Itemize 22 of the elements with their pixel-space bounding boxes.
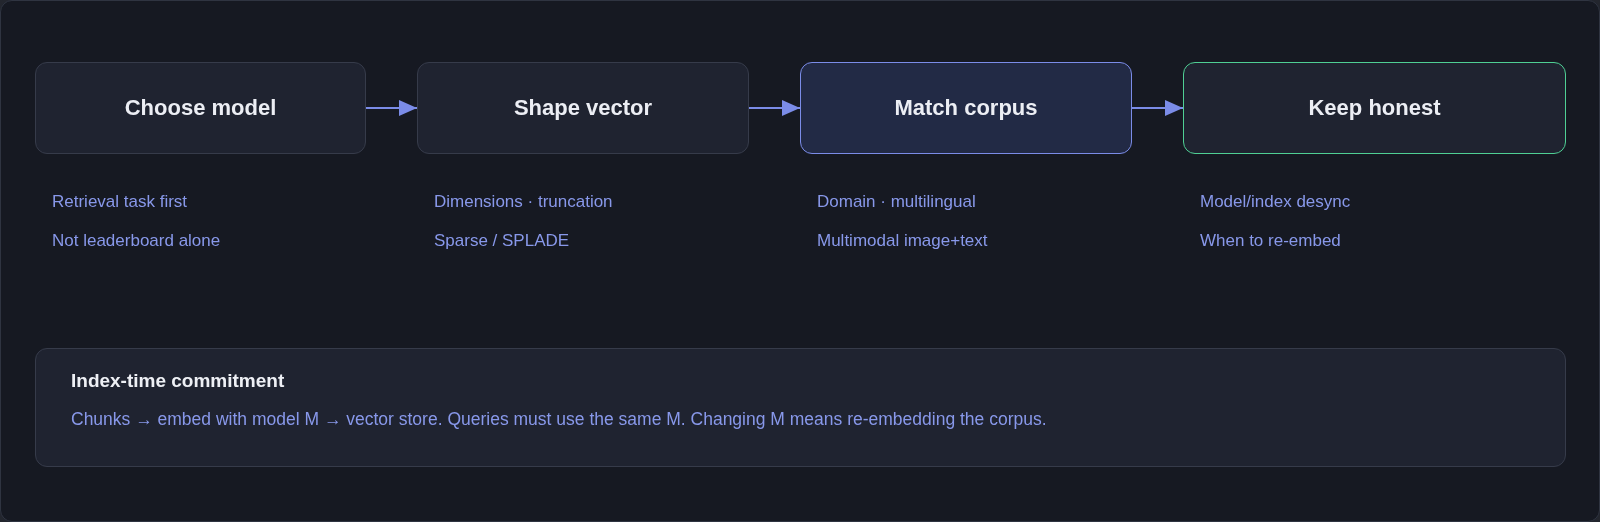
box-title: Match corpus [894, 95, 1038, 121]
box-title: Shape vector [513, 95, 653, 121]
process-box [1183, 62, 1566, 154]
box-title: Keep honest [1308, 95, 1441, 121]
step-note: Sparse / SPLADE [434, 229, 570, 252]
arrow [1131, 100, 1184, 116]
arrow [365, 100, 418, 116]
process-box [417, 62, 749, 154]
note-title: Index-time commitment [71, 370, 285, 392]
step-note: Multimodal image+text [817, 229, 988, 252]
step-note: Model/index desync [1200, 191, 1351, 213]
note-text: Chunks → embed with model M → vector store. Queries must use the same M. Changing M means re-embedding the corpus. [71, 409, 1047, 430]
step-note: Not leaderboard alone [52, 229, 221, 252]
step-note: Retrieval task first [52, 191, 188, 213]
process-box [35, 62, 366, 154]
step-note: Dimensions · truncation [434, 191, 613, 213]
arrow [748, 100, 801, 116]
process-box [800, 62, 1132, 154]
step-note: Domain · multilingual [817, 191, 976, 213]
step-note: When to re-embed [1200, 229, 1341, 252]
note-card [35, 348, 1566, 467]
box-title: Choose model [124, 95, 277, 121]
